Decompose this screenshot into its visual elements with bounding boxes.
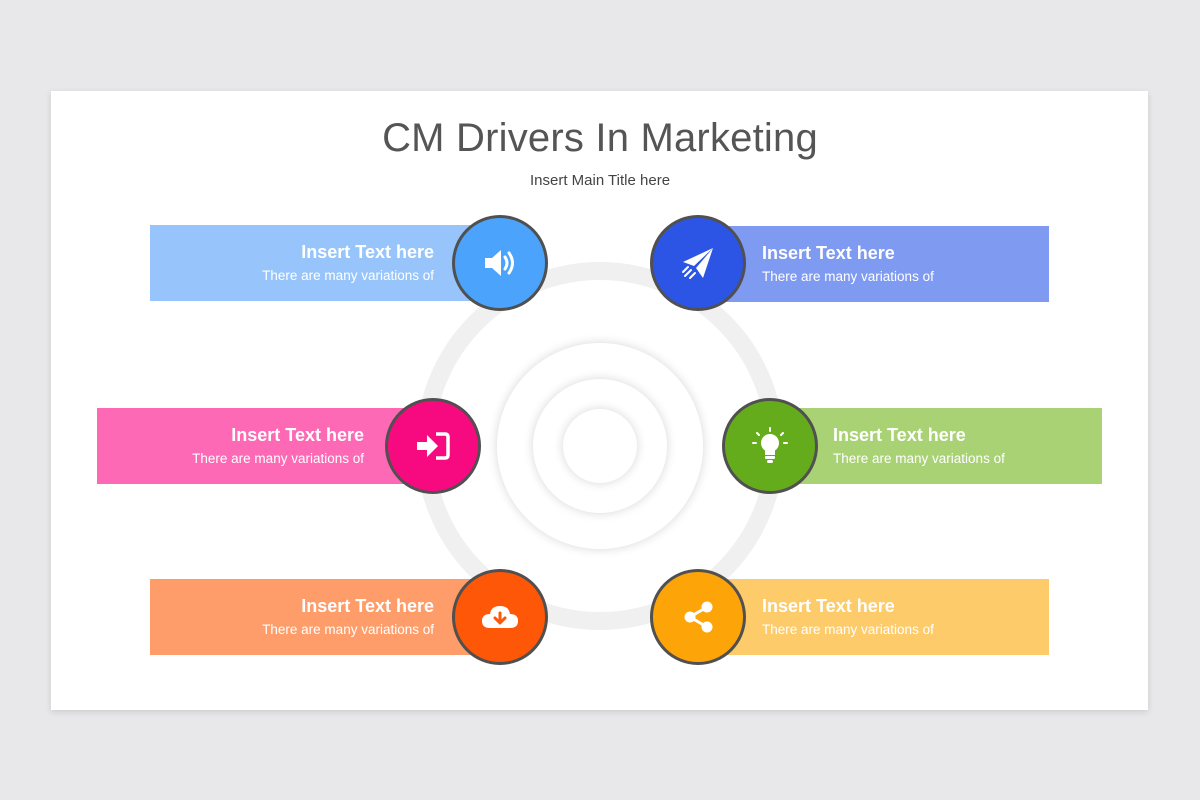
- item-circle-5: [452, 569, 548, 665]
- item-heading: Insert Text here: [762, 596, 895, 616]
- item-heading: Insert Text here: [762, 243, 895, 263]
- item-bar-4: Insert Text here There are many variatio…: [790, 408, 1102, 484]
- item-circle-3: [385, 398, 481, 494]
- item-bar-5: Insert Text here There are many variatio…: [150, 579, 480, 655]
- item-circle-2: [650, 215, 746, 311]
- item-circle-4: [722, 398, 818, 494]
- item-circle-1: [452, 215, 548, 311]
- item-heading: Insert Text here: [231, 425, 364, 445]
- inner-disc-small: [563, 409, 637, 483]
- item-heading: Insert Text here: [301, 242, 434, 262]
- item-circle-6: [650, 569, 746, 665]
- item-bar-2: Insert Text here There are many variatio…: [720, 226, 1049, 302]
- item-bar-6: Insert Text here There are many variatio…: [720, 579, 1049, 655]
- share-icon: [684, 601, 713, 633]
- item-bar-1: Insert Text here There are many variatio…: [150, 225, 480, 301]
- item-body: There are many variations of: [762, 269, 934, 284]
- lightbulb-icon: [752, 427, 788, 463]
- item-heading: Insert Text here: [833, 425, 966, 445]
- paper-plane-icon: [682, 248, 713, 279]
- sign-in-icon: [417, 432, 450, 460]
- speaker-icon: [485, 250, 514, 276]
- item-body: There are many variations of: [192, 451, 364, 466]
- item-body: There are many variations of: [262, 622, 434, 637]
- item-bar-3: Insert Text here There are many variatio…: [97, 408, 411, 484]
- item-body: There are many variations of: [262, 268, 434, 283]
- item-body: There are many variations of: [762, 622, 934, 637]
- item-body: There are many variations of: [833, 451, 1005, 466]
- slide-title: CM Drivers In Marketing: [382, 116, 818, 160]
- item-heading: Insert Text here: [301, 596, 434, 616]
- slide-subtitle: Insert Main Title here: [529, 172, 671, 189]
- cloud-download-icon: [482, 606, 518, 628]
